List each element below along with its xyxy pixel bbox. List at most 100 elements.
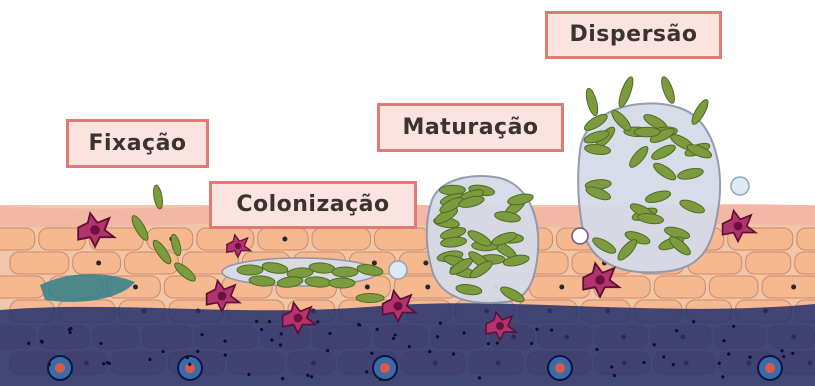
dark-granule (148, 358, 151, 361)
dark-granule (27, 342, 30, 345)
dark-granule (326, 349, 329, 352)
tissue-cell (795, 252, 815, 274)
dark-granule (379, 378, 382, 381)
dark-granule (255, 320, 258, 323)
dark-granule (595, 348, 598, 351)
cell-granule (365, 285, 370, 290)
dark-granule (718, 362, 721, 365)
dark-granule (408, 345, 411, 348)
dark-granule (672, 363, 675, 366)
cell-granule (133, 285, 138, 290)
dark-granule (224, 354, 227, 357)
bacterium (616, 75, 635, 108)
dark-granule (316, 320, 319, 323)
dark-granule (196, 350, 199, 353)
tissue-cell (0, 228, 35, 250)
dark-granule (478, 376, 481, 379)
tissue-cell (374, 228, 429, 250)
dark-granule (268, 320, 271, 323)
dark-granule (748, 356, 751, 359)
floating-cell (389, 261, 407, 279)
dark-granule (365, 370, 368, 373)
dark-granule (279, 343, 282, 346)
dark-granule (462, 331, 465, 334)
cell-granule (372, 261, 377, 266)
dark-granule (186, 356, 189, 359)
dark-granule (496, 341, 499, 344)
tissue-cell (762, 276, 815, 298)
bacterium (237, 265, 263, 275)
dark-granule (535, 328, 538, 331)
dark-granule (358, 324, 361, 327)
dark-granule (550, 329, 553, 332)
cell-granule (559, 285, 564, 290)
bacterium (584, 87, 600, 116)
label-colonizacao: Colonização (209, 181, 417, 229)
tissue-cell (312, 228, 370, 250)
dark-granule (530, 342, 533, 345)
bacterium (634, 127, 660, 137)
dark-granule (280, 332, 283, 335)
dark-granule (675, 329, 678, 332)
dark-granule (780, 349, 783, 352)
bacterium (329, 278, 355, 288)
dark-granule (200, 333, 203, 336)
tissue-cell (746, 252, 791, 274)
tissue-cell (10, 252, 69, 274)
dark-granule (782, 355, 785, 358)
cell-granule (425, 285, 430, 290)
immune-cell-nucleus (496, 322, 504, 330)
immune-cell-nucleus (595, 275, 605, 285)
dark-granule (370, 352, 373, 355)
nucleus-core (765, 363, 775, 373)
nucleus-core (55, 363, 65, 373)
bacterium (356, 294, 384, 303)
dark-granule (613, 374, 616, 377)
immune-cell-nucleus (294, 314, 303, 323)
dark-granule (732, 325, 735, 328)
basement-layer (0, 303, 815, 386)
dark-granule (247, 373, 250, 376)
dark-granule (188, 363, 191, 366)
nucleus-core (555, 363, 565, 373)
dark-granule (392, 337, 395, 340)
floating-cell (731, 177, 749, 195)
immune-cell-nucleus (734, 222, 743, 231)
dark-granule (270, 339, 273, 342)
cell-granule (423, 261, 428, 266)
floating-cell (572, 228, 588, 244)
dark-granule (260, 328, 263, 331)
dark-granule (428, 350, 431, 353)
tissue-cell (797, 228, 815, 250)
dark-granule (487, 342, 490, 345)
dark-granule (306, 374, 309, 377)
dark-granule (69, 327, 72, 330)
dark-granule (642, 361, 645, 364)
dark-granule (436, 335, 439, 338)
dark-granule (721, 375, 724, 378)
immune-cell-nucleus (394, 302, 403, 311)
dark-granule (376, 328, 379, 331)
dark-granule (328, 332, 331, 335)
dark-granule (106, 361, 109, 364)
dark-granule (662, 355, 665, 358)
dark-granule (102, 362, 105, 365)
immune-cell-nucleus (218, 292, 227, 301)
dark-granule (727, 353, 730, 356)
dark-granule (791, 352, 794, 355)
tissue-cell (709, 276, 758, 298)
dark-granule (310, 375, 313, 378)
dark-granule (394, 333, 397, 336)
dark-granule (692, 320, 695, 323)
dark-granule (281, 377, 284, 380)
dark-granule (452, 352, 455, 355)
nucleus-core (380, 363, 390, 373)
dark-granule (610, 365, 613, 368)
dark-granule (223, 340, 226, 343)
dark-granule (69, 331, 72, 334)
tissue-cell (0, 276, 45, 298)
tissue-cell (654, 276, 705, 298)
dark-granule (40, 340, 43, 343)
dark-granule (722, 339, 725, 342)
